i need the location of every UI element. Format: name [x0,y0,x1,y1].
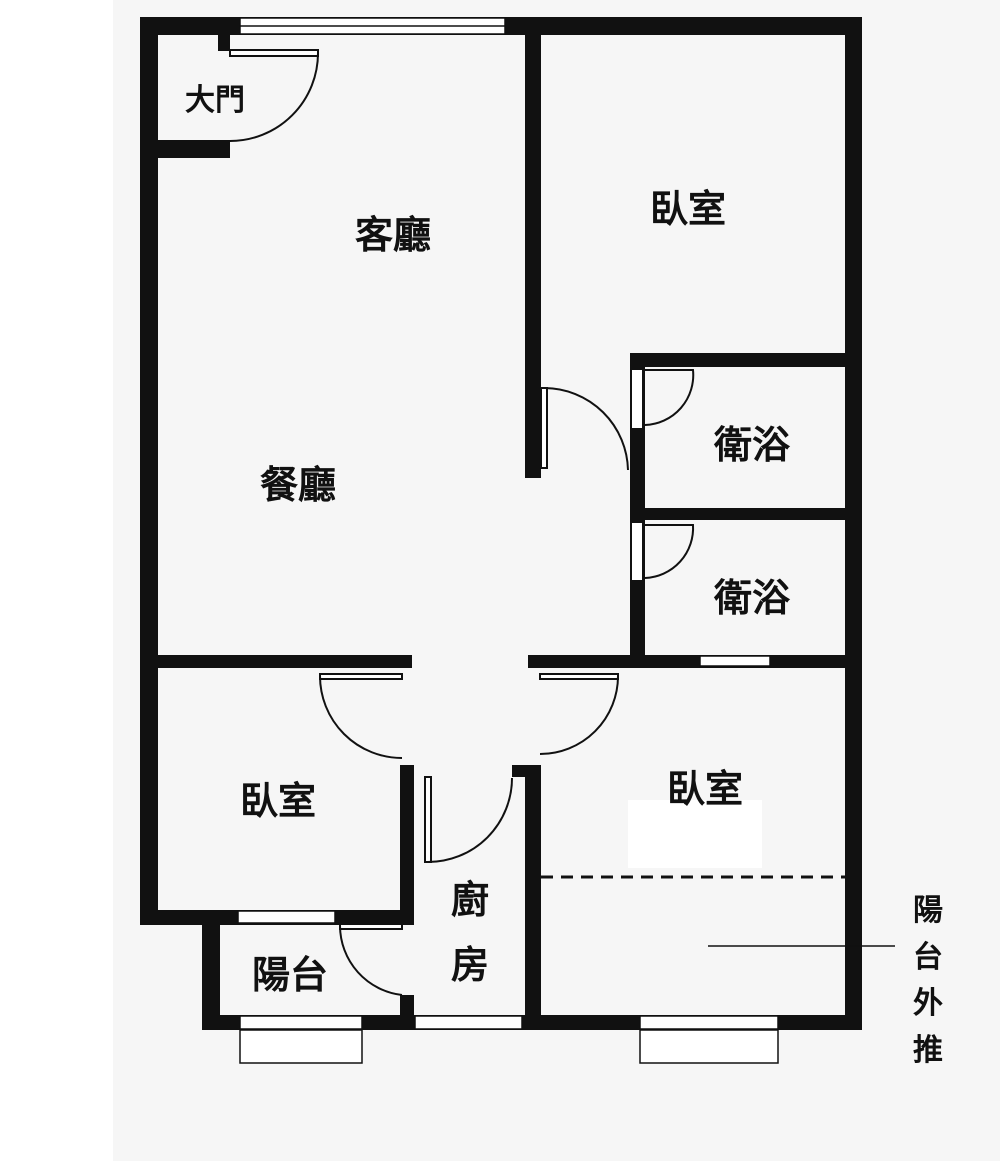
wall-left [140,17,158,925]
room-labels: 大門 客廳 餐廳 臥室 衛浴 衛浴 臥室 臥室 廚 房 陽台 [185,83,791,997]
label-kitchen-1: 廚 [451,877,489,922]
wall-kitchen-left [400,995,414,1030]
label-bathroom-1: 衛浴 [713,422,791,467]
plan-background [113,0,1000,1161]
doors [229,49,695,996]
label-entrance: 大門 [185,83,245,118]
label-living-room: 客廳 [355,212,431,257]
wall-bedroom-left-top [140,655,412,668]
wall-bedroom-left-right [400,765,414,925]
door-bedroom-left [319,673,403,680]
label-kitchen-2: 房 [451,942,489,987]
door-swing-entrance [229,52,319,142]
bay-window-bedroom [639,1029,779,1064]
windows [237,17,779,1064]
label-bedroom-left: 臥室 [240,778,316,823]
bay-window-balcony [239,1029,363,1064]
wall-kitchen-jamb [512,765,528,777]
annotation-balcony-extension: 陽 台 外 推 [913,893,943,1068]
wall-entrance [140,140,230,158]
wall-kitchen-right [525,765,541,1030]
door-kitchen [424,776,432,863]
window-kitchen [414,1015,523,1030]
wall-balcony-left [202,910,220,1030]
door-bedroom-right [539,673,619,680]
mask-area [628,800,762,868]
annotation-char: 台 [913,940,943,975]
window-bedroom-right [639,1015,779,1030]
door-gap-bath-2 [632,523,642,580]
wall-bath-mid [630,508,862,520]
door-swing-bath-1 [644,369,695,426]
door-swing-balcony [339,925,403,996]
wall-bedroom-right-top [528,655,862,668]
annotation-char: 推 [913,1033,943,1068]
window-balcony [239,1015,363,1030]
window-bath [699,655,771,667]
wall-bedroom-top-left [525,35,541,478]
window-bedroom-left [237,910,336,924]
door-entrance [229,49,319,57]
wall-right [845,17,862,1030]
annotation-char: 外 [913,986,943,1021]
door-swing-bedroom-left [319,675,403,759]
annotation-char: 陽 [913,893,943,928]
door-balcony [339,923,403,930]
wall-bath-top [630,353,862,367]
label-bedroom-top: 臥室 [650,186,726,231]
door-swing-bedroom-top [544,387,629,471]
label-balcony: 陽台 [252,952,328,997]
door-swing-kitchen [427,777,513,863]
door-gap-bath-1 [632,370,642,428]
walls [140,17,862,1030]
wall-entrance-jamb [218,140,230,158]
label-bathroom-2: 衛浴 [713,575,791,620]
label-dining-room: 餐廳 [260,462,336,507]
wall-entrance-jamb [218,35,230,51]
door-swing-bath-2 [644,524,695,579]
door-swing-bedroom-right [539,675,619,755]
door-bedroom-top [540,387,548,469]
label-bedroom-right: 臥室 [667,766,743,811]
